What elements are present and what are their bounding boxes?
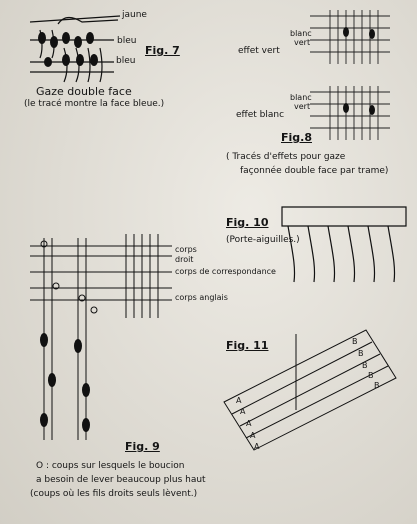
- fig8-top-label-vert: vert: [294, 38, 311, 47]
- fig11-letter-b-4: B: [368, 371, 374, 380]
- fig10-title: Fig. 10: [226, 216, 269, 229]
- fig11-letter-a-2: A: [240, 407, 246, 416]
- fig9-caption-line2: a besoin de lever beaucoup plus haut: [36, 475, 206, 485]
- fig8-top-label-blanc: blanc: [290, 29, 312, 38]
- fig11-letter-a-4: A: [250, 431, 256, 440]
- fig7-caption-title: Gaze double face: [36, 85, 132, 98]
- fig9-label-anglais: corps anglais: [175, 293, 228, 302]
- fig8-caption-line1: ( Tracés d'effets pour gaze: [226, 152, 346, 162]
- fig11-letter-a-3: A: [246, 419, 252, 428]
- fig7-label-bleu-1: bleu: [117, 36, 137, 46]
- fig8-bottom-effect-label: effet blanc: [236, 110, 285, 120]
- fig11-letter-b-5: B: [374, 381, 380, 390]
- fig9-caption-line1: O : coups sur lesquels le boucion: [36, 461, 185, 471]
- fig11-letter-b-2: B: [358, 349, 364, 358]
- fig9-label-droit: droit: [175, 255, 194, 264]
- fig11-letter-a-1: A: [236, 396, 242, 405]
- fig9-label-corps: corps: [175, 245, 197, 254]
- fig8-bottom-label-vert: vert: [294, 102, 311, 111]
- fig9-caption-line3: (coups où les fils droits seuls lèvent.): [30, 489, 198, 499]
- fig11-letter-a-5: A: [254, 442, 260, 451]
- fig11-letter-b-1: B: [352, 337, 358, 346]
- fig8-bottom-label-blanc: blanc: [290, 93, 312, 102]
- fig8-title: Fig.8: [281, 131, 312, 144]
- fig8-top-effect-label: effet vert: [238, 46, 280, 56]
- fig11-letter-b-3: B: [362, 361, 368, 370]
- fig7-label-bleu-2: bleu: [116, 56, 136, 66]
- fig8-caption-line2: façonnée double face par trame): [240, 166, 389, 176]
- fig11-title: Fig. 11: [226, 339, 269, 352]
- fig7-label-jaune: jaune: [122, 10, 147, 20]
- fig10-subtitle: (Porte-aiguilles.): [226, 235, 300, 245]
- fig7-title: Fig. 7: [145, 44, 180, 57]
- fig9-label-correspondance: corps de correspondance: [175, 267, 276, 276]
- fig7-caption-note: (le tracé montre la face bleue.): [24, 99, 165, 109]
- fig9-title: Fig. 9: [125, 440, 160, 453]
